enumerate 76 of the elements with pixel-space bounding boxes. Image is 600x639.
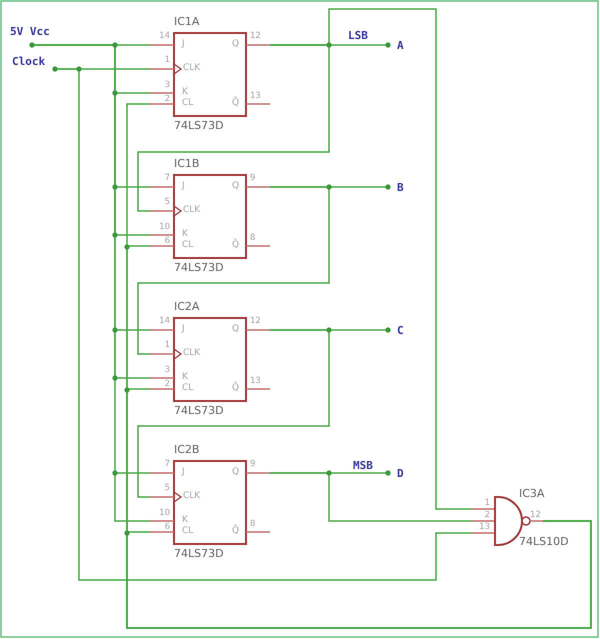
wire — [137, 186, 330, 355]
pin-number: 6 — [164, 237, 170, 246]
pin-label: Q — [232, 40, 240, 49]
part-number: 74LS73D — [174, 120, 224, 131]
terminal-label: 5V Vcc — [10, 26, 50, 37]
pin-label: J — [182, 182, 185, 191]
pin-label: Q̄ — [232, 99, 240, 108]
pin-label: Q̄ — [232, 527, 240, 536]
pin-number: 12 — [250, 32, 261, 40]
part-number: 74LS73D — [174, 405, 224, 416]
pin-label: CL — [182, 384, 194, 393]
wire — [126, 520, 592, 629]
pin-number: 5 — [164, 484, 170, 492]
pin-number: 12 — [250, 317, 261, 326]
pin-number: 10 — [158, 509, 170, 518]
pin-label: Q̄ — [232, 241, 240, 250]
pin-label: CL — [182, 527, 194, 536]
part-number: 74LS73D — [174, 548, 224, 559]
ic-label: IC1A — [174, 16, 200, 27]
pin-number: 1 — [484, 499, 490, 508]
pin-label: Q — [232, 325, 240, 334]
pin-number: 7 — [164, 460, 170, 468]
pin-number: 10 — [158, 223, 170, 232]
wire — [137, 329, 330, 498]
pin-label: K — [182, 516, 188, 525]
pin-label: Q — [232, 182, 240, 191]
pin-number: 2 — [484, 511, 490, 520]
pin-number: 13 — [478, 523, 490, 532]
pin-number: 1 — [164, 341, 170, 350]
pin-number: 9 — [250, 460, 256, 468]
pin-number: 6 — [164, 523, 170, 532]
pin-label: Q — [232, 468, 240, 477]
ic-label: IC3A — [519, 488, 544, 499]
pin-label: Q̄ — [232, 384, 240, 393]
ic-label: IC2A — [174, 301, 200, 312]
pin-number: 5 — [164, 198, 170, 206]
edge-label: MSB — [352, 460, 374, 471]
pin-label: J — [182, 468, 185, 477]
part-number: 74LS10D — [519, 536, 569, 547]
pin-label: CL — [182, 99, 194, 108]
pin-number: 8 — [250, 234, 256, 242]
pin-label: K — [182, 88, 188, 97]
pin-number: 7 — [164, 174, 170, 182]
pin-label: CL — [182, 241, 194, 250]
pin-label: J — [182, 325, 185, 334]
pin-number: 2 — [164, 380, 170, 388]
pin-number: 2 — [164, 95, 170, 104]
terminal-label: Clock — [12, 56, 46, 67]
pin-number: 12 — [530, 511, 541, 520]
pin-label: CLK — [183, 492, 200, 501]
pin-number: 14 — [158, 317, 170, 326]
pin-number: 9 — [250, 174, 256, 182]
pin-label: J — [182, 40, 185, 49]
pin-label: CLK — [183, 64, 200, 73]
pin-label: CLK — [183, 206, 200, 215]
pin-number: 3 — [164, 81, 170, 90]
wire — [270, 472, 472, 522]
terminal-label: D — [397, 468, 404, 479]
ic-label: IC1B — [174, 158, 200, 169]
pin-label: CLK — [183, 349, 200, 358]
edge-label: LSB — [347, 30, 369, 41]
ic-label: IC2B — [174, 444, 200, 455]
pin-number: 1 — [164, 56, 170, 64]
pin-number: 3 — [164, 366, 170, 374]
wire — [270, 8, 472, 510]
wire — [55, 68, 472, 581]
pin-label: K — [182, 373, 188, 382]
pin-number: 8 — [250, 520, 256, 528]
part-number: 74LS73D — [174, 262, 224, 273]
pin-label: K — [182, 230, 188, 239]
terminal-label: C — [397, 325, 404, 336]
pin-number: 14 — [158, 32, 170, 40]
terminal-label: B — [397, 182, 404, 193]
pin-number: 13 — [250, 377, 261, 386]
pin-number: 13 — [250, 92, 261, 100]
terminal-label: A — [397, 40, 404, 51]
